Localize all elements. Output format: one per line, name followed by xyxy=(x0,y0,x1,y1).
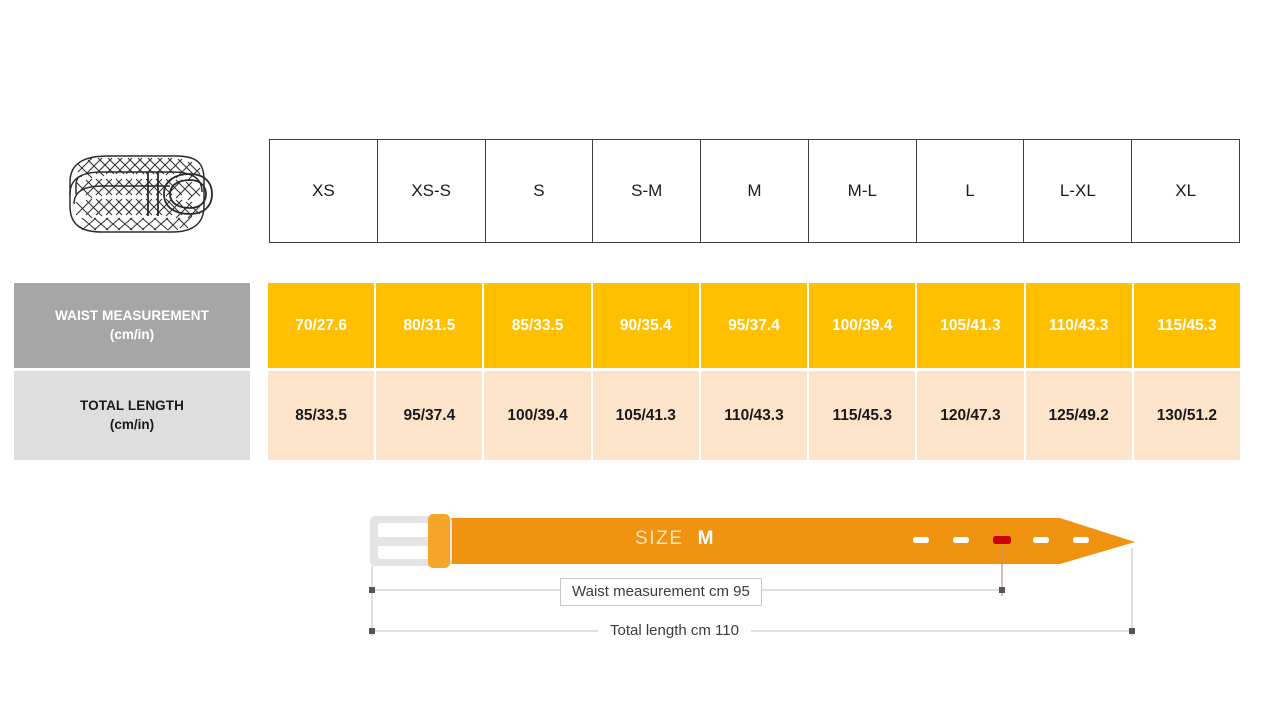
table-cell: 110/43.3 xyxy=(700,371,810,460)
size-header-cell: L-XL xyxy=(1024,140,1133,242)
total-length-values: 85/33.5 95/37.4 100/39.4 105/41.3 110/43… xyxy=(268,371,1240,460)
table-cell: 80/31.5 xyxy=(376,283,485,368)
waist-dimension-label: Waist measurement cm 95 xyxy=(560,578,762,606)
table-cell: 120/47.3 xyxy=(917,371,1026,460)
size-header-cell: M-L xyxy=(809,140,917,242)
size-header-cell: XS-S xyxy=(378,140,486,242)
size-header-cell: L xyxy=(917,140,1025,242)
size-header-cell: XL xyxy=(1175,181,1197,200)
table-cell: 85/33.5 xyxy=(484,283,593,368)
braided-belt-icon xyxy=(52,142,220,246)
waist-measurement-row: WAIST MEASUREMENT (cm/in) 70/27.6 80/31.… xyxy=(14,283,1240,368)
size-header-cell: S-M xyxy=(593,140,702,242)
table-cell: 110/43.3 xyxy=(1025,283,1134,368)
table-cell: 90/35.4 xyxy=(592,283,701,368)
table-cell: 95/37.4 xyxy=(376,371,485,460)
table-cell: 100/39.4 xyxy=(809,283,918,368)
table-cell: 115/45.3 xyxy=(1133,283,1240,368)
total-length-label: TOTAL LENGTH (cm/in) xyxy=(14,371,250,460)
total-length-row: TOTAL LENGTH (cm/in) 85/33.5 95/37.4 100… xyxy=(14,371,1240,460)
table-cell: 115/45.3 xyxy=(809,371,918,460)
waist-label-line2: (cm/in) xyxy=(109,326,155,342)
table-cell: 130/51.2 xyxy=(1133,371,1240,460)
total-label-line2: (cm/in) xyxy=(109,416,155,432)
belt-measurement-diagram: SIZE M Waist measurement cm 95 Total len… xyxy=(360,500,1150,650)
waist-measurement-label: WAIST MEASUREMENT (cm/in) xyxy=(14,283,250,368)
table-cell: 70/27.6 xyxy=(268,283,377,368)
table-cell: 85/33.5 xyxy=(268,371,377,460)
size-header-cell: XS xyxy=(270,140,378,242)
total-label-line1: TOTAL LENGTH xyxy=(80,398,184,414)
table-cell: 125/49.2 xyxy=(1025,371,1134,460)
waist-label-line1: WAIST MEASUREMENT xyxy=(55,308,209,324)
table-cell: 95/37.4 xyxy=(700,283,810,368)
total-length-dimension-label: Total length cm 110 xyxy=(598,620,751,641)
table-cell: 105/41.3 xyxy=(917,283,1026,368)
size-header-row: XS XS-S S S-M M M-L L L-XL XL xyxy=(269,139,1240,243)
waist-values: 70/27.6 80/31.5 85/33.5 90/35.4 95/37.4 … xyxy=(268,283,1240,368)
table-cell: 100/39.4 xyxy=(484,371,593,460)
table-cell: 105/41.3 xyxy=(592,371,701,460)
size-header-cell: M xyxy=(701,140,809,242)
size-header-cell: S xyxy=(486,140,594,242)
